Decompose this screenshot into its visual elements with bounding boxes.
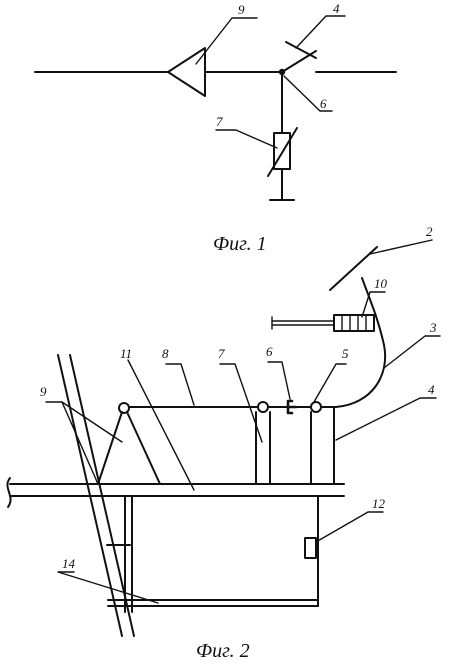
fig2-label-2: 2 [426,224,433,239]
fig1-label-6: 6 [320,96,327,111]
fig2-cable-3 [335,277,387,408]
fig2-leader-7 [219,363,263,443]
fig1-label-9: 9 [238,2,245,17]
fig1-resistor-variable-arrow [267,127,298,177]
fig2-leader-12 [315,511,384,543]
fig1-label-7: 7 [216,114,223,129]
fig1-switch-contact [285,41,317,59]
fig2-label-5: 5 [342,346,349,361]
fig2-label-10: 10 [374,276,388,291]
fig2-pivot-middle [257,401,269,413]
fig2-element-12 [304,537,317,559]
fig2-beam-break [6,477,12,508]
fig2-label-14: 14 [62,556,76,571]
figure-1: 9 4 6 7 Фиг. 1 [34,1,397,255]
fig2-leader-10 [361,291,386,318]
fig2-label-12: 12 [372,496,386,511]
fig2-element-10-body [333,314,375,332]
fig2-caption: Фиг. 2 [196,640,250,662]
fig2-leader-2 [369,239,433,255]
fig2-pivot-right [310,401,322,413]
fig2-label-7: 7 [218,346,225,361]
fig2-label-9: 9 [40,384,47,399]
figure-2: 2 10 3 8 11 7 6 5 9 4 12 14 Фиг. 2 [6,224,441,662]
fig2-arm-down-right [126,411,161,485]
fig2-element-2 [329,246,378,291]
fig1-amplifier-triangle [167,47,206,97]
fig1-leader-4 [295,15,346,49]
fig2-arm-down-left [97,411,123,485]
fig2-leader-9 [45,401,123,443]
fig2-label-6: 6 [266,344,273,359]
fig2-label-8: 8 [162,346,169,361]
fig1-caption: Фиг. 1 [213,233,267,255]
fig2-contact-6 [286,399,298,415]
fig2-label-11: 11 [120,346,132,361]
fig2-leader-6 [267,361,291,400]
fig1-leader-7 [215,129,278,149]
fig1-leader-6 [283,75,333,112]
fig2-leader-11 [127,359,195,491]
fig1-label-4: 4 [333,1,340,16]
fig2-label-4: 4 [428,382,435,397]
fig1-leader-9 [195,17,258,65]
fig2-label-3: 3 [429,320,437,335]
fig2-leader-8 [165,363,195,406]
fig2-leader-3 [383,335,441,369]
fig2-leader-5 [313,363,347,403]
fig2-leader-4 [335,397,437,441]
fig2-leader-9-arm [61,401,99,485]
fig2-leader-14 [57,571,159,604]
